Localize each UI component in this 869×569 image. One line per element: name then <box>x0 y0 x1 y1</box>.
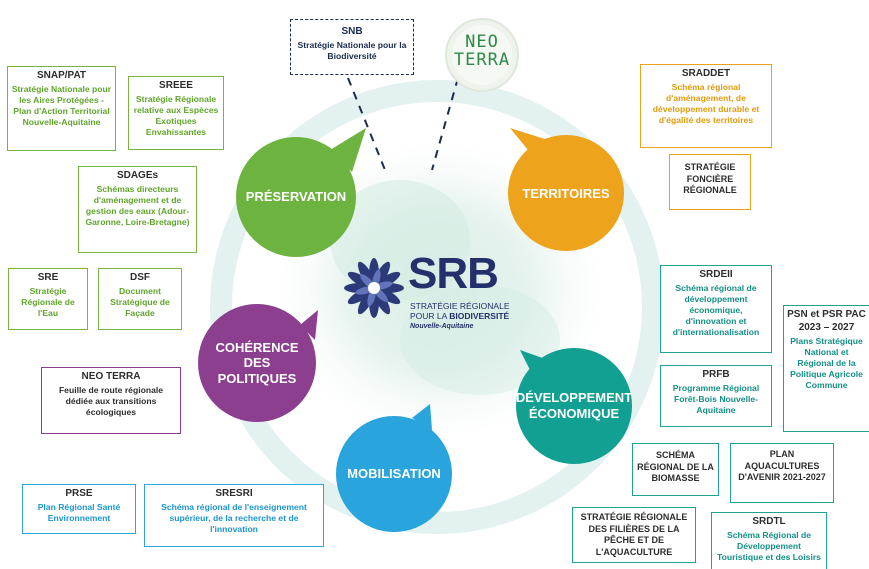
bubble-label-preservation: PRÉSERVATION <box>245 189 347 205</box>
srb-subtitle-bold: BIODIVERSITÉ <box>449 311 510 321</box>
box-sdages: SDAGEs Schémas directeurs d'aménagement … <box>78 166 197 253</box>
box-dsf-title: DSF <box>130 272 150 283</box>
srb-subtitle-line2: POUR LA BIODIVERSITÉ <box>410 312 509 321</box>
box-prfb: PRFB Programme Régional Forêt-Bois Nouve… <box>660 365 772 427</box>
box-sreee: SREEE Stratégie Régionale relative aux E… <box>128 76 224 150</box>
neoterra-logo-text-1: NEO <box>465 32 499 52</box>
box-sreee-desc: Stratégie Régionale relative aux Espèces… <box>133 93 219 137</box>
outer-ring <box>210 80 664 534</box>
box-prse-title: PRSE <box>65 488 93 499</box>
box-psn-title: PSN et PSR PAC 2023 – 2027 <box>787 309 866 333</box>
box-prse-desc: Plan Régional Santé Environnement <box>37 501 121 523</box>
bubble-label-territoires: TERRITOIRES <box>522 186 610 202</box>
neoterra-logo <box>445 18 519 92</box>
box-biomasse-title: SCHÉMA RÉGIONAL DE LA BIOMASSE <box>637 450 714 484</box>
srb-region: Nouvelle-Aquitaine <box>410 323 474 330</box>
srb-acronym: SRB <box>408 249 499 298</box>
box-fonciere-title: STRATÉGIE FONCIÈRE RÉGIONALE <box>683 162 737 196</box>
bubble-label-mobilisation: MOBILISATION <box>347 466 441 482</box>
box-prfb-desc: Programme Régional Forêt-Bois Nouvelle-A… <box>672 382 760 415</box>
box-peche-title: STRATÉGIE RÉGIONALE DES FILIÈRES DE LA P… <box>580 512 688 557</box>
box-snb-desc: Stratégie Nationale pour la Biodiversité <box>297 39 407 61</box>
srb-flower-icon <box>344 258 404 318</box>
box-peche: STRATÉGIE RÉGIONALE DES FILIÈRES DE LA P… <box>572 507 696 563</box>
box-psn: PSN et PSR PAC 2023 – 2027 Plans Stratég… <box>783 305 869 432</box>
box-neoterra-title: NEO TERRA <box>81 371 141 382</box>
box-neoterra: NEO TERRA Feuille de route régionale déd… <box>41 367 181 434</box>
box-srdeii-desc: Schéma régional de développement économi… <box>672 282 760 337</box>
dashed-connector-left <box>347 77 386 171</box>
box-sresri-desc: Schéma régional de l'enseignement supéri… <box>161 501 307 534</box>
box-biomasse: SCHÉMA RÉGIONAL DE LA BIOMASSE <box>632 443 719 496</box>
neoterra-logo-text-2: TERRA <box>453 50 511 70</box>
box-dsf: DSF Document Stratégique de Façade <box>98 268 182 330</box>
box-aquacultures: PLAN AQUACULTURES D'AVENIR 2021-2027 <box>730 443 834 503</box>
box-srdeii-title: SRDEII <box>699 269 733 280</box>
srb-subtitle-line1: STRATÉGIE RÉGIONALE <box>410 301 510 311</box>
box-sdages-title: SDAGEs <box>116 170 159 181</box>
box-dsf-desc: Document Stratégique de Façade <box>110 285 170 318</box>
box-neoterra-desc: Feuille de route régionale dédiée aux tr… <box>58 384 164 417</box>
box-sresri-title: SRESRI <box>215 488 253 499</box>
box-sraddet-desc: Schéma régional d'aménagement, de dévelo… <box>652 81 760 125</box>
box-srdtl-desc: Schéma Régional de Développement Tourist… <box>717 529 821 562</box>
box-prse: PRSE Plan Régional Santé Environnement <box>22 484 136 534</box>
box-sraddet-title: SRADDET <box>681 68 731 79</box>
dashed-connector-right <box>431 77 459 171</box>
box-sre: SRE Stratégie Régionale de l'Eau <box>8 268 88 330</box>
box-snap-desc: Stratégie Nationale pour les Aires Proté… <box>11 83 112 127</box>
territoires-bubble <box>508 128 624 251</box>
box-snb: SNB Stratégie Nationale pour la Biodiver… <box>290 19 414 75</box>
box-fonciere: STRATÉGIE FONCIÈRE RÉGIONALE <box>669 154 751 210</box>
srb-subtitle-pre: POUR LA <box>410 311 450 321</box>
box-sre-title: SRE <box>37 272 59 283</box>
box-psn-desc: Plans Stratégique National et Régional d… <box>790 335 863 390</box>
box-sraddet: SRADDET Schéma régional d'aménagement, d… <box>640 64 772 148</box>
bubble-label-coherence: COHÉRENCE DES POLITIQUES <box>215 339 299 386</box>
preservation-bubble <box>236 128 366 257</box>
coherence-bubble <box>198 304 318 422</box>
box-srdtl: SRDTL Schéma Régional de Développement T… <box>711 512 827 569</box>
box-prfb-title: PRFB <box>702 369 730 380</box>
box-sdages-desc: Schémas directeurs d'aménagement et de g… <box>85 183 190 227</box>
box-srdtl-title: SRDTL <box>752 516 786 527</box>
developpement-bubble <box>516 348 632 464</box>
box-snap-title: SNAP/PAT <box>36 70 87 81</box>
box-sre-desc: Stratégie Régionale de l'Eau <box>21 285 75 318</box>
mobilisation-bubble <box>336 404 452 532</box>
box-snap: SNAP/PAT Stratégie Nationale pour les Ai… <box>7 66 116 151</box>
bubble-label-developpement: DÉVELOPPEMENT ÉCONOMIQUE <box>515 390 633 421</box>
box-snb-title: SNB <box>341 26 363 37</box>
box-sresri: SRESRI Schéma régional de l'enseignement… <box>144 484 324 547</box>
box-srdeii: SRDEII Schéma régional de développement … <box>660 265 772 353</box>
box-aquacultures-title: PLAN AQUACULTURES D'AVENIR 2021-2027 <box>738 449 826 483</box>
box-sreee-title: SREEE <box>159 80 193 91</box>
